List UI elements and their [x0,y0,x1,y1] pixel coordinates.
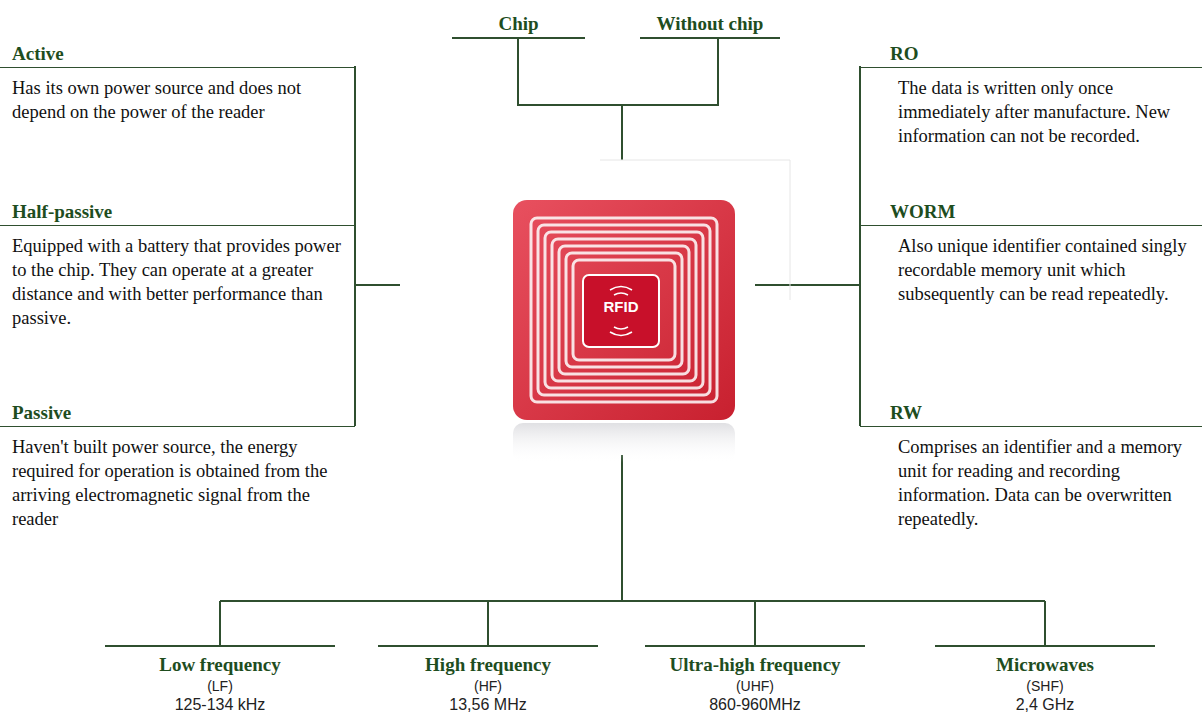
heading: WORM [860,200,1202,226]
heading: Ultra-high frequency [645,653,865,677]
category-box: ActiveHas its own power source and does … [0,42,355,124]
category-box: Half-passiveEquipped with a battery that… [0,200,355,330]
description: The data is written only once immediatel… [860,68,1202,148]
frequency-node: Microwaves(SHF)2,4 GHz [935,645,1155,715]
frequency-range: 2,4 GHz [935,695,1155,715]
frequency-node: Low frequency(LF)125-134 kHz [105,645,335,715]
heading: Without chip [640,12,780,39]
branch-heading: Chip [452,12,585,39]
chip-label: RFID [586,298,656,315]
heading: High frequency [378,653,598,677]
frequency-node: Ultra-high frequency(UHF)860-960MHz [645,645,865,715]
heading: Active [0,42,355,68]
frequency-range: 860-960MHz [645,695,865,715]
heading: RW [860,401,1202,427]
heading: Chip [452,12,585,39]
description: Also unique identifier contained singly … [860,226,1202,306]
heading: Half-passive [0,200,355,226]
frequency-range: 125-134 kHz [105,695,335,715]
branch-heading: Without chip [640,12,780,39]
description: Equipped with a battery that provides po… [0,226,355,330]
heading: Microwaves [935,653,1155,677]
frequency-range: 13,56 MHz [378,695,598,715]
band-code: (UHF) [645,677,865,695]
description: Haven't built power source, the energy r… [0,427,355,531]
band-code: (HF) [378,677,598,695]
description: Has its own power source and does not de… [0,68,355,124]
rfid-tag [513,200,735,463]
description: Comprises an identifier and a memory uni… [860,427,1202,531]
heading: Low frequency [105,653,335,677]
category-box: ROThe data is written only once immediat… [860,42,1202,148]
heading: RO [860,42,1202,68]
category-box: RWComprises an identifier and a memory u… [860,401,1202,531]
band-code: (SHF) [935,677,1155,695]
category-box: PassiveHaven't built power source, the e… [0,401,355,531]
band-code: (LF) [105,677,335,695]
category-box: WORMAlso unique identifier contained sin… [860,200,1202,306]
frequency-node: High frequency(HF)13,56 MHz [378,645,598,715]
heading: Passive [0,401,355,427]
